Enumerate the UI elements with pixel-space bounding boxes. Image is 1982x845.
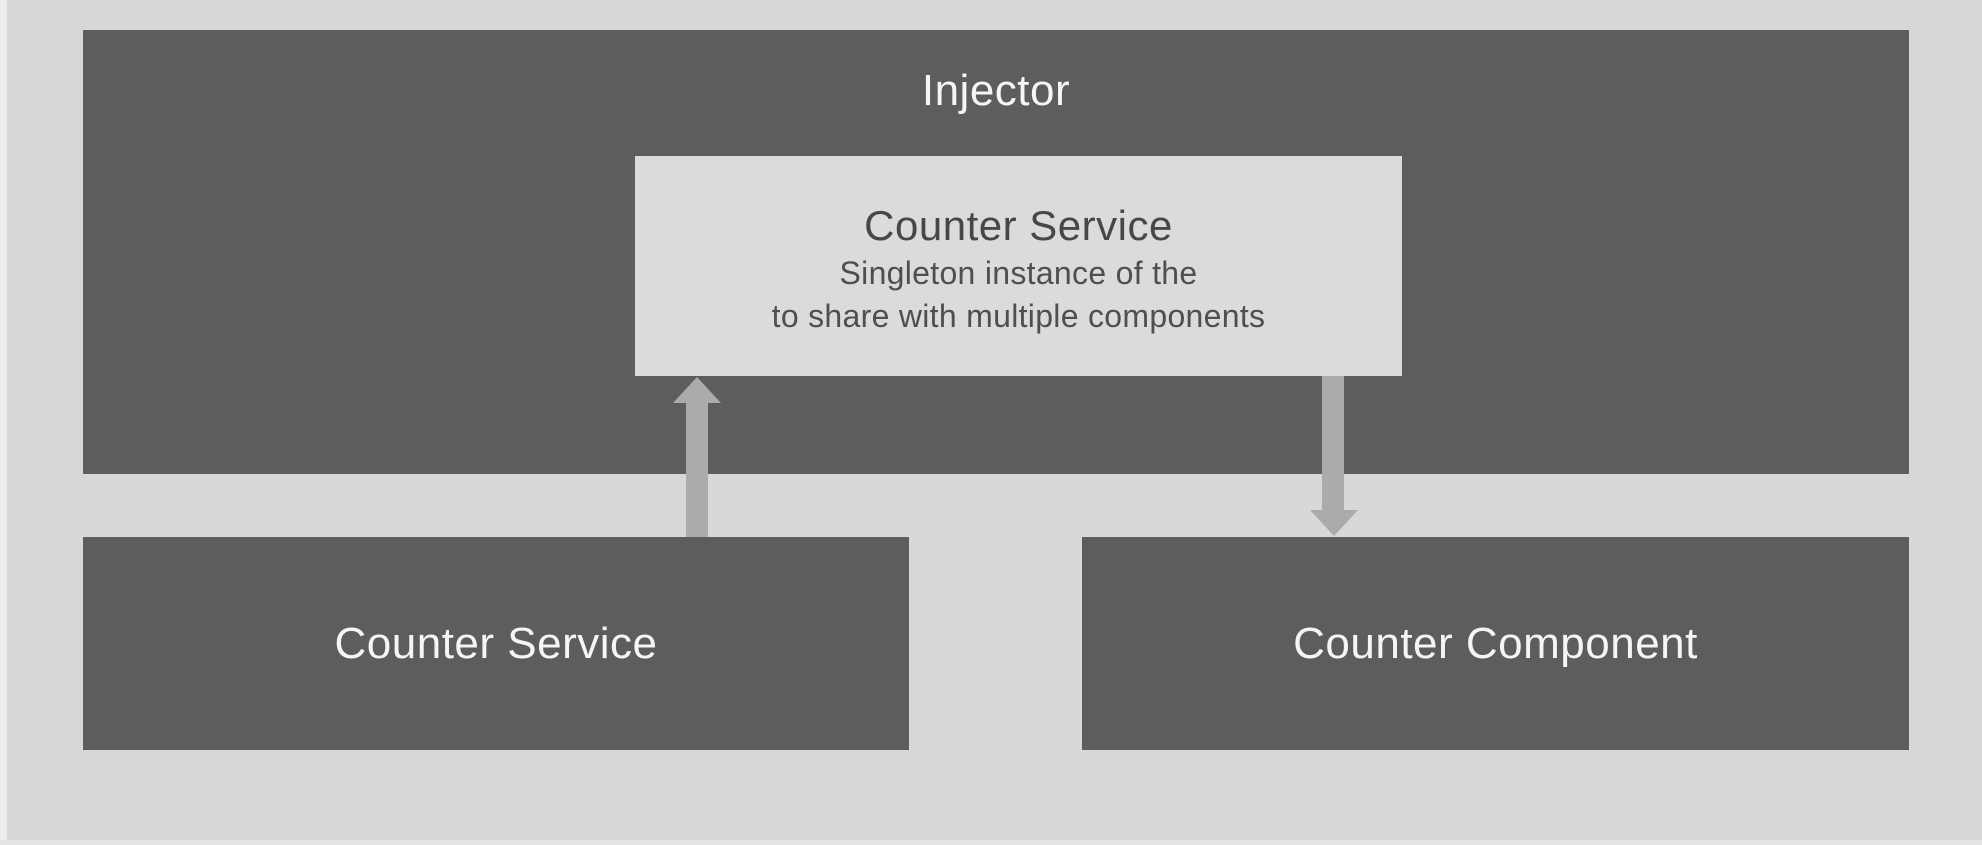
down-arrow-shaft xyxy=(1322,376,1344,512)
counter-service-subtitle-line2: to share with multiple components xyxy=(771,298,1266,334)
down-arrow-head-icon xyxy=(1310,510,1358,536)
counter-service-component-box: Counter Service xyxy=(83,537,909,750)
counter-component-box-label: Counter Component xyxy=(1293,618,1698,668)
counter-service-singleton-box: Counter Service Singleton instance of th… xyxy=(635,156,1402,376)
counter-service-subtitle-line1: Singleton instance of the xyxy=(839,255,1198,291)
counter-service-box-label: Counter Service xyxy=(334,618,658,668)
injector-container-box: Injector Counter Service Singleton insta… xyxy=(83,30,1909,474)
left-edge-highlight xyxy=(0,0,7,845)
injector-title: Injector xyxy=(921,66,1071,115)
counter-component-box: Counter Component xyxy=(1082,537,1909,750)
up-arrow-head-icon xyxy=(673,377,721,403)
bottom-edge-highlight xyxy=(0,840,1982,845)
counter-service-title: Counter Service xyxy=(864,202,1173,249)
up-arrow-shaft xyxy=(686,402,708,537)
